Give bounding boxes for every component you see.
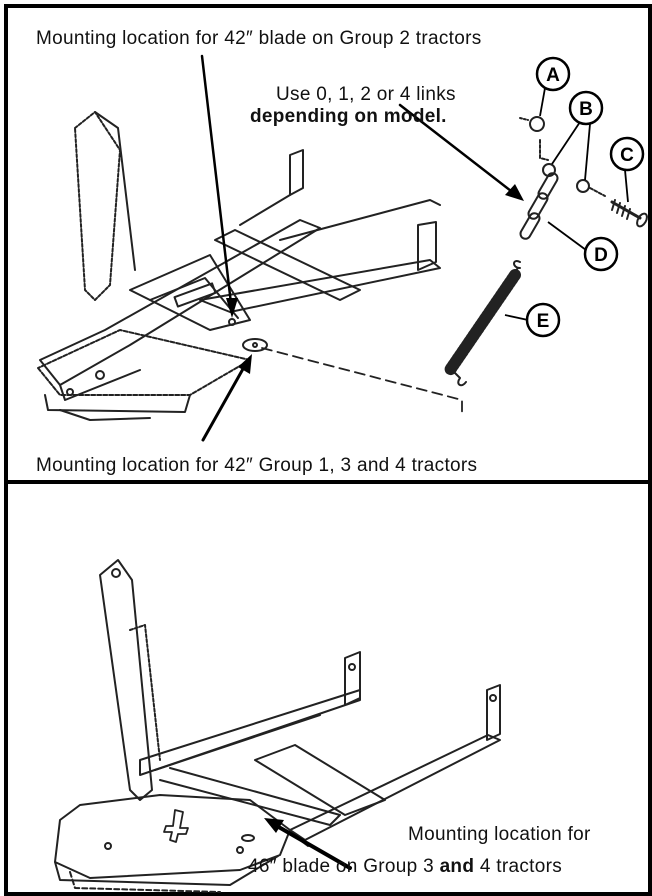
mid-mount-label: Mounting location for 42″ Group 1, 3 and… (36, 455, 478, 476)
callout-b-circle (568, 90, 604, 126)
callout-d-letter: D (594, 245, 608, 266)
callout-c-letter: C (620, 145, 634, 166)
bottom-mount-label-line2: 46″ blade on Group 3 and 4 tractors (248, 856, 562, 878)
links-note-line1: Use 0, 1, 2 or 4 links (276, 84, 456, 105)
bottom-line2-part-a: 46″ blade on Group 3 (248, 856, 440, 877)
callout-e-letter: E (537, 311, 550, 332)
bottom-blade-frame (54, 559, 501, 893)
bottom-line2-part-c: 4 tractors (474, 856, 563, 877)
washer-left (542, 163, 556, 177)
figure-frame (4, 4, 652, 896)
bolt-part (610, 199, 648, 228)
nut-part (529, 116, 545, 132)
callout-a-letter: A (546, 65, 560, 86)
leader-arrows (200, 54, 522, 870)
top-blade-frame (37, 111, 441, 421)
callout-d-circle (583, 236, 619, 272)
washer-right (576, 179, 590, 193)
callout-a-circle (535, 56, 571, 92)
chain-links-part (519, 172, 559, 240)
arrowheads (226, 184, 524, 833)
spring-part (444, 260, 521, 387)
callout-c-circle (609, 136, 645, 172)
bottom-line2-and: and (439, 856, 475, 877)
callout-b-letter: B (579, 99, 593, 120)
top-mount-label: Mounting location for 42″ blade on Group… (36, 28, 482, 49)
section-divider (4, 480, 652, 484)
links-note-line2: depending on model. (250, 106, 447, 127)
bottom-mount-label-line1: Mounting location for (408, 824, 591, 845)
